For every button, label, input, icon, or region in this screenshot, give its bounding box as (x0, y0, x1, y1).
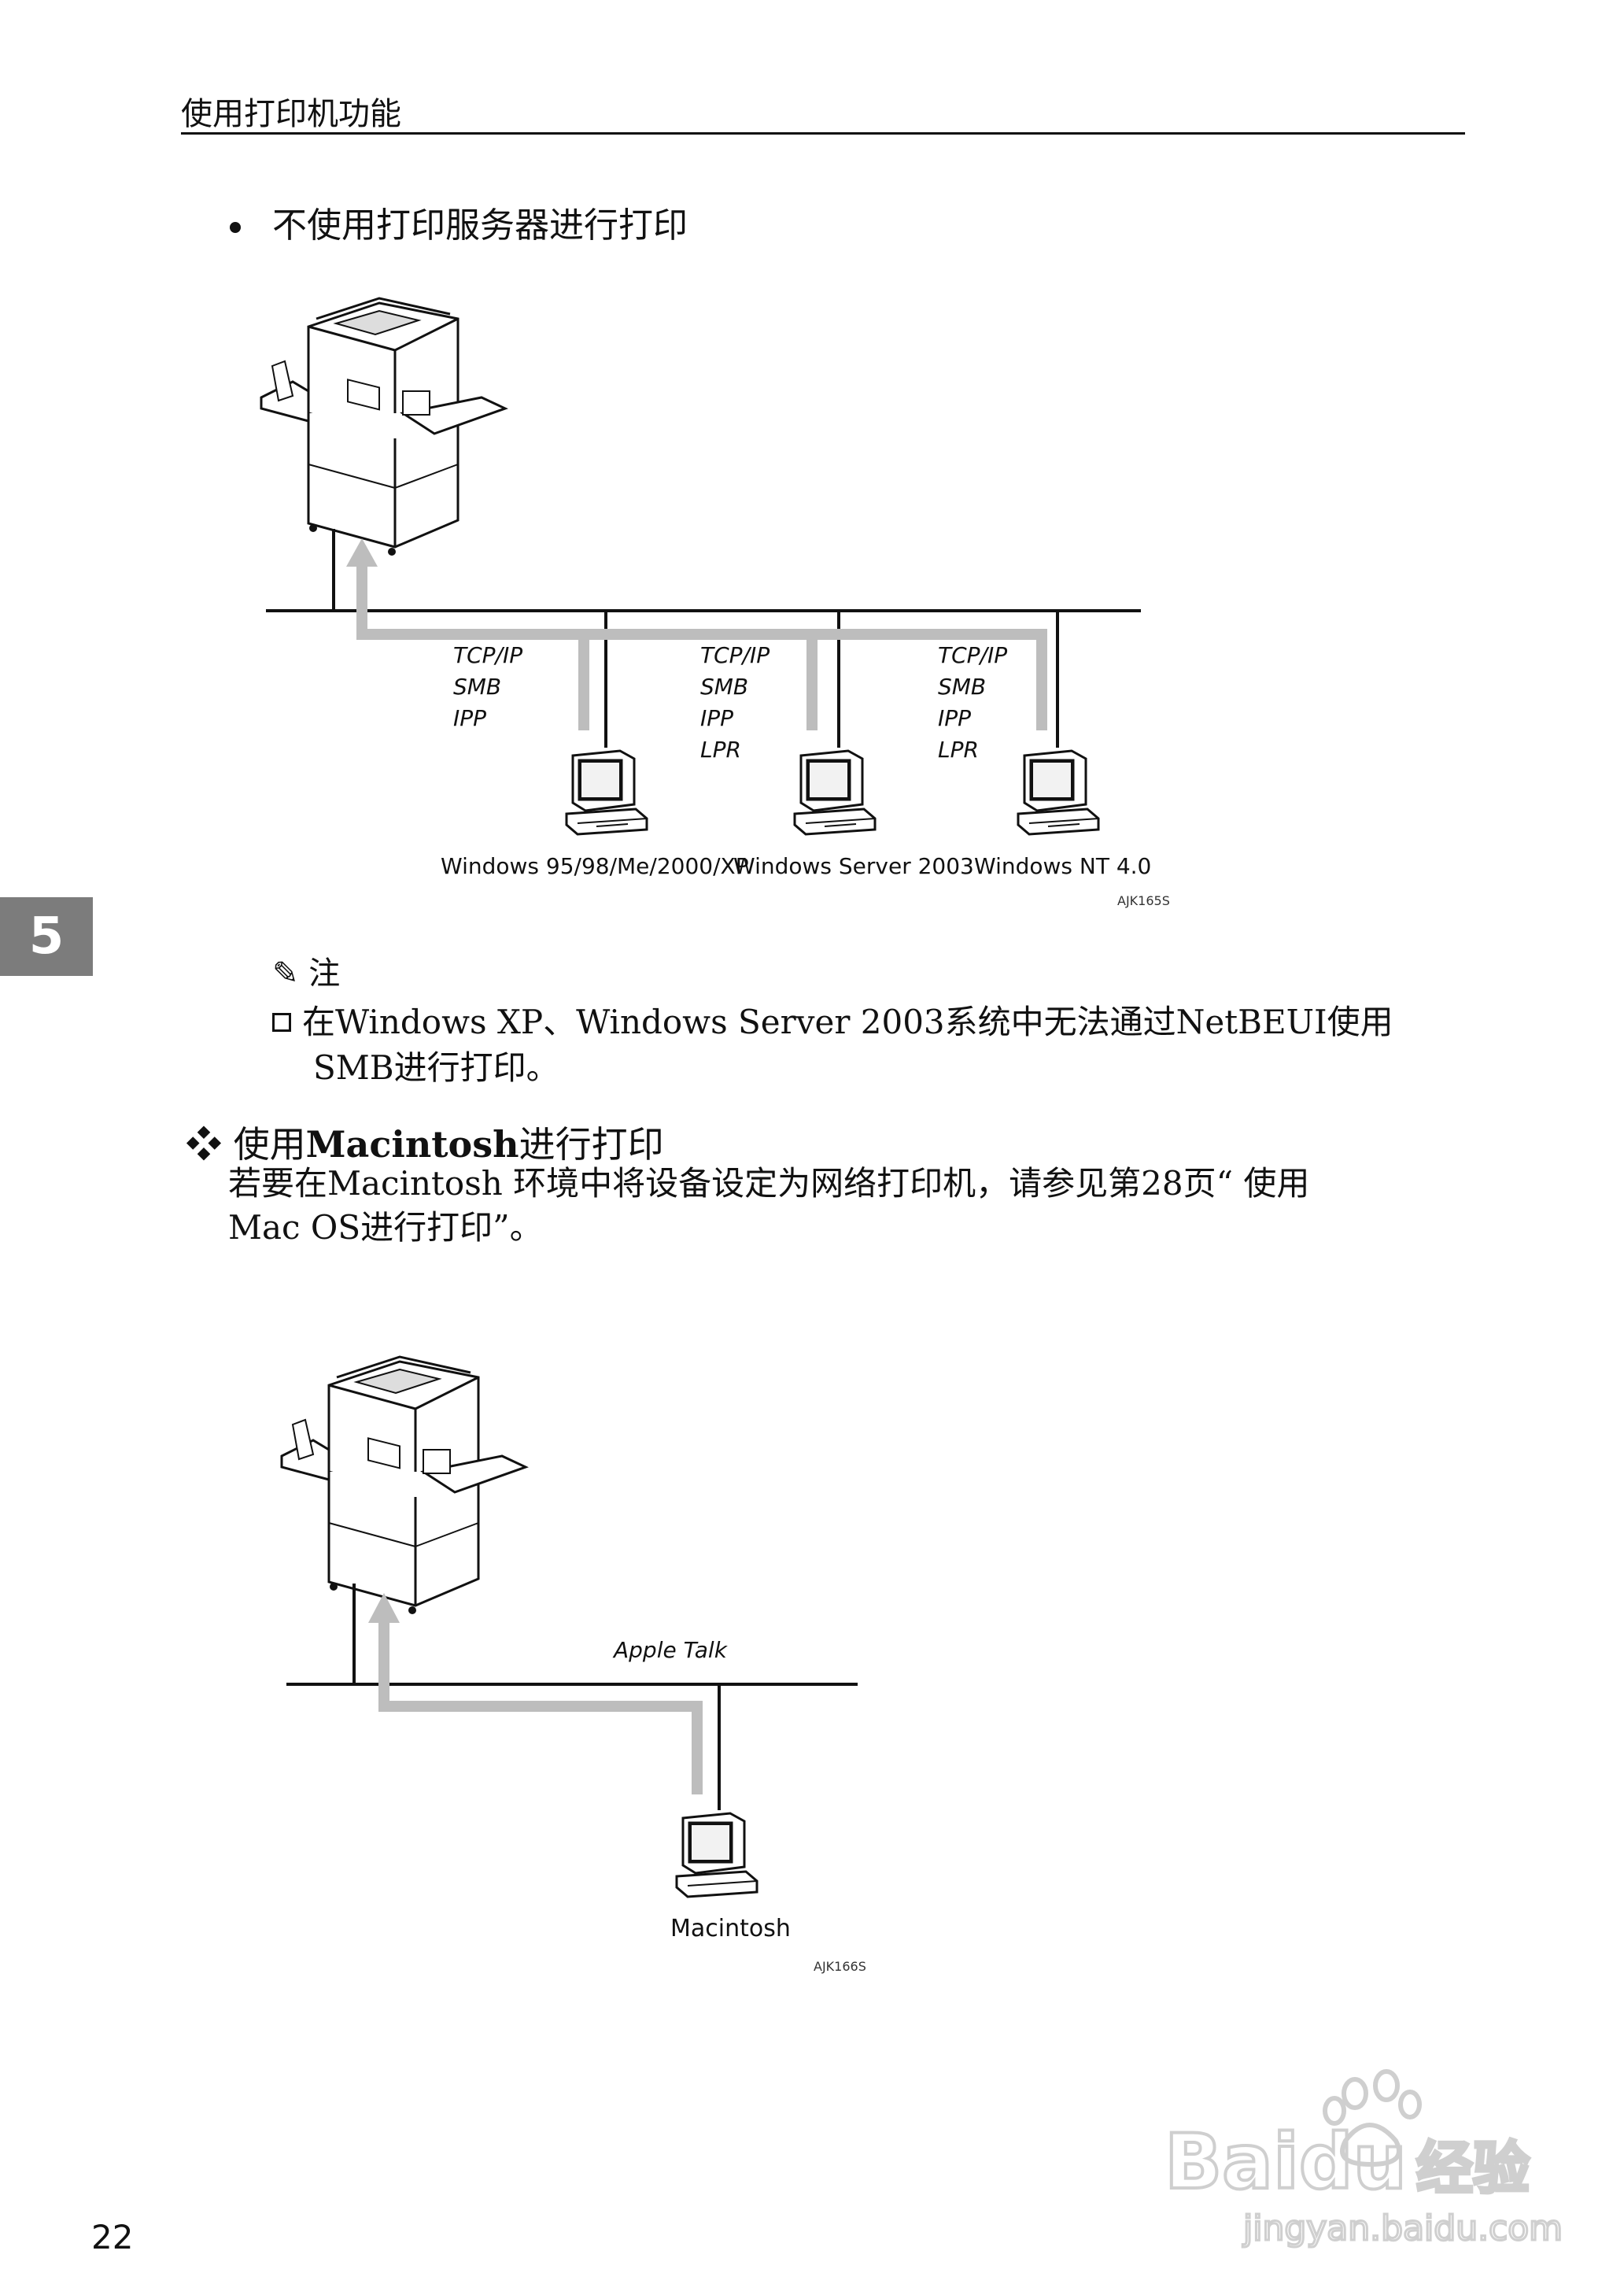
section-heading: ❖ 使用Macintosh进行打印 (186, 1116, 664, 1168)
note-heading-text: 注 (308, 955, 341, 992)
figure-id: AJK165S (1117, 893, 1170, 908)
client-label: Windows NT 4.0 (974, 853, 1151, 879)
protocol-label: Apple Talk (612, 1637, 729, 1663)
printer-icon (280, 1355, 527, 1616)
running-header: 使用打印机功能 (181, 96, 401, 132)
bullet-dot-icon (230, 222, 241, 233)
protocol-label: TCP/IP (453, 642, 522, 668)
protocol-label: SMB (453, 674, 501, 700)
diamond-bullet-icon: ❖ (186, 1123, 222, 1166)
protocol-label: SMB (700, 674, 748, 700)
printer-icon (260, 297, 507, 557)
watermark-brand: Baidu (1164, 2118, 1407, 2206)
bullet-text: 不使用打印服务器进行打印 (272, 205, 688, 246)
watermark-tagline: 经验 (1416, 2135, 1530, 2201)
body-line-2: Mac OS进行打印”。 (228, 1208, 543, 1247)
protocol-label: LPR (700, 737, 741, 763)
client-label: Windows Server 2003 (733, 853, 974, 879)
data-flow-arrow (356, 567, 1047, 730)
protocol-label: LPR (938, 737, 979, 763)
note-item: 在Windows XP、Windows Server 2003系统中无法通过Ne… (272, 1000, 1468, 1091)
network-diagram-2: Apple Talk Macintosh AJK166S (280, 1355, 866, 1974)
network-diagram-1: TCP/IP SMB IPP TCP/IP SMB IPP LPR TCP/IP… (260, 297, 1170, 908)
body-line-1: 若要在Macintosh 环境中将设备设定为网络打印机，请参见第28页“ 使用 (228, 1164, 1310, 1203)
pencil-icon: ✎ (272, 955, 299, 992)
chapter-tab: 5 (0, 897, 93, 976)
baidu-watermark-logo: Baidu 经验 jingyan.baidu.com (1163, 2069, 1564, 2250)
section-heading-pre: 使用 (233, 1123, 306, 1166)
note-heading: ✎ 注 (272, 948, 340, 993)
computer-icon (793, 749, 877, 836)
note-line-1: 在Windows XP、Windows Server 2003系统中无法通过Ne… (302, 1003, 1393, 1041)
computer-icon (565, 749, 648, 836)
protocol-label: IPP (938, 705, 971, 731)
header-rule (181, 132, 1465, 135)
section-heading-bold: Macintosh (305, 1123, 519, 1166)
client-label: Windows 95/98/Me/2000/XP (441, 853, 749, 879)
protocol-label: SMB (938, 674, 986, 700)
section-body: 若要在Macintosh 环境中将设备设定为网络打印机，请参见第28页“ 使用 … (228, 1162, 1456, 1250)
figure-id: AJK166S (814, 1959, 866, 1974)
client-label: Macintosh (670, 1915, 791, 1942)
protocol-label: IPP (453, 705, 486, 731)
bullet-item: 不使用打印服务器进行打印 (230, 197, 688, 247)
protocol-label: TCP/IP (938, 642, 1007, 668)
note-line-2: SMB进行打印。 (313, 1048, 559, 1087)
protocol-label: IPP (700, 705, 733, 731)
page-number: 22 (91, 2218, 134, 2256)
computer-icon (1017, 749, 1100, 836)
protocol-label: TCP/IP (700, 642, 770, 668)
section-heading-post: 进行打印 (519, 1123, 664, 1166)
data-flow-arrow (378, 1623, 703, 1794)
computer-icon (675, 1812, 758, 1898)
watermark-url: jingyan.baidu.com (1242, 2208, 1563, 2249)
checkbox-bullet-icon (272, 1013, 291, 1032)
